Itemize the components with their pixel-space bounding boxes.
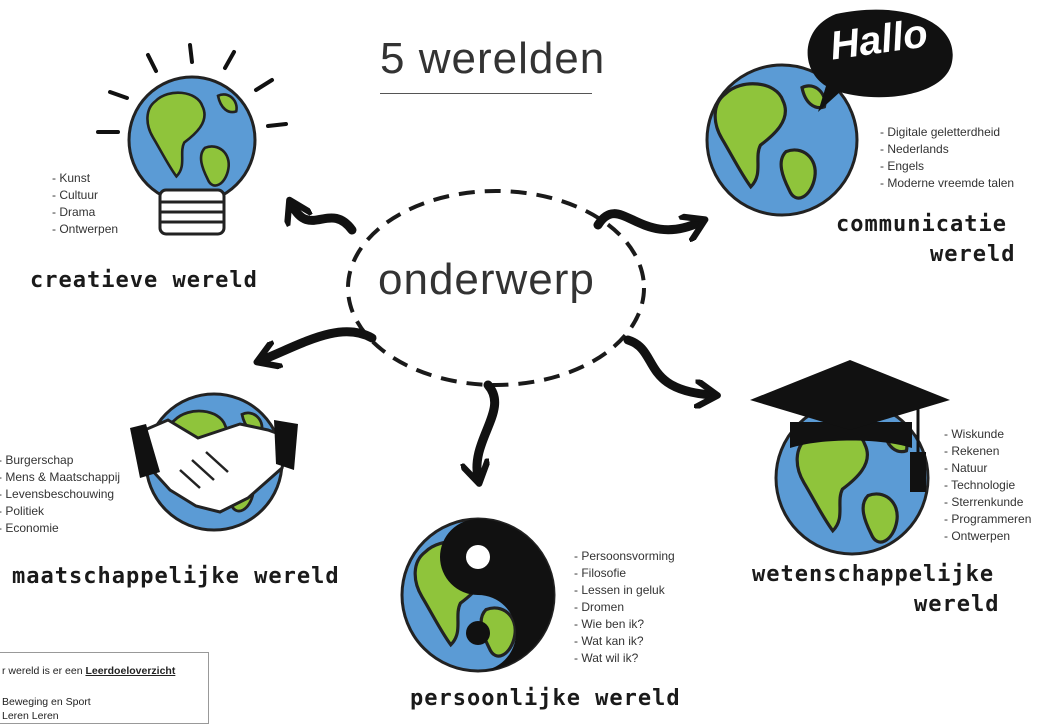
arrows (262, 205, 712, 478)
arrow-to-creatief (292, 205, 357, 235)
persoonlijk-world-name: persoonlijke wereld (410, 686, 681, 711)
communicatie-items: Digitale geletterdheid Nederlands Engels… (880, 124, 1014, 192)
list-item: Natuur (944, 460, 1031, 477)
list-item: Wat wil ik? (574, 650, 675, 667)
list-item: Technologie (944, 477, 1031, 494)
list-item: Economie (0, 520, 120, 537)
persoonlijk-items: Persoonsvorming Filosofie Lessen in gelu… (574, 548, 675, 667)
list-item: Moderne vreemde talen (880, 175, 1014, 192)
communicatie-world-name-line1: communicatie (836, 212, 1007, 237)
arrow-to-persoonlijk (477, 380, 500, 478)
arrow-to-wetenschappelijk (623, 335, 712, 395)
list-item: Programmeren (944, 511, 1031, 528)
list-item: Levensbeschouwing (0, 486, 120, 503)
title-underline (380, 93, 592, 94)
leerdoeloverzicht-link[interactable]: Leerdoeloverzicht (85, 665, 176, 677)
list-item: Ontwerpen (944, 528, 1031, 545)
list-item: Nederlands (880, 141, 1014, 158)
list-item: Mens & Maatschappij (0, 469, 120, 486)
leerdoel-note: r wereld is er een Leerdoeloverzicht Bew… (0, 652, 209, 724)
note-line-3: Leren Leren (2, 710, 59, 722)
maatschappelijk-world-name: maatschappelijke wereld (12, 564, 340, 589)
center-ellipse (346, 189, 646, 387)
yin-yang-globe-icon (400, 517, 556, 673)
list-item: Cultuur (52, 187, 118, 204)
list-item: Engels (880, 158, 1014, 175)
speech-bubble-globe-icon (705, 9, 953, 217)
communicatie-world-name-line2: wereld (930, 242, 1016, 267)
creatief-items: Kunst Cultuur Drama Ontwerpen (52, 170, 118, 238)
list-item: Lessen in geluk (574, 582, 675, 599)
list-item: Drama (52, 204, 118, 221)
wetenschappelijk-world-name-line1: wetenschappelijke (752, 562, 995, 587)
note-prefix: r wereld is er een (2, 665, 83, 677)
arrow-to-communicatie (593, 209, 700, 230)
creatief-world-name: creatieve wereld (30, 268, 258, 293)
wetenschappelijk-world-name-line2: wereld (914, 592, 1000, 617)
list-item: Dromen (574, 599, 675, 616)
note-line-1: r wereld is er een Leerdoeloverzicht (2, 665, 175, 677)
note-line-2: Beweging en Sport (2, 696, 91, 708)
graduation-cap-globe-icon (750, 360, 950, 556)
list-item: Ontwerpen (52, 221, 118, 238)
list-item: Wat kan ik? (574, 633, 675, 650)
list-item: Burgerschap (0, 452, 120, 469)
handshake-globe-icon (130, 392, 298, 532)
lightbulb-globe-icon (96, 43, 288, 236)
arrow-to-maatschappelijk (262, 327, 377, 360)
list-item: Wie ben ik? (574, 616, 675, 633)
list-item: Sterrenkunde (944, 494, 1031, 511)
list-item: Kunst (52, 170, 118, 187)
center-label: onderwerp (378, 255, 595, 304)
maatschappelijk-items: Burgerschap Mens & Maatschappij Levensbe… (0, 452, 120, 537)
wetenschappelijk-items: Wiskunde Rekenen Natuur Technologie Ster… (944, 426, 1031, 545)
list-item: Wiskunde (944, 426, 1031, 443)
page-title: 5 werelden (380, 34, 606, 83)
list-item: Filosofie (574, 565, 675, 582)
list-item: Rekenen (944, 443, 1031, 460)
list-item: Persoonsvorming (574, 548, 674, 565)
list-item: Politiek (0, 503, 120, 520)
list-item: Digitale geletterdheid (880, 124, 1014, 141)
